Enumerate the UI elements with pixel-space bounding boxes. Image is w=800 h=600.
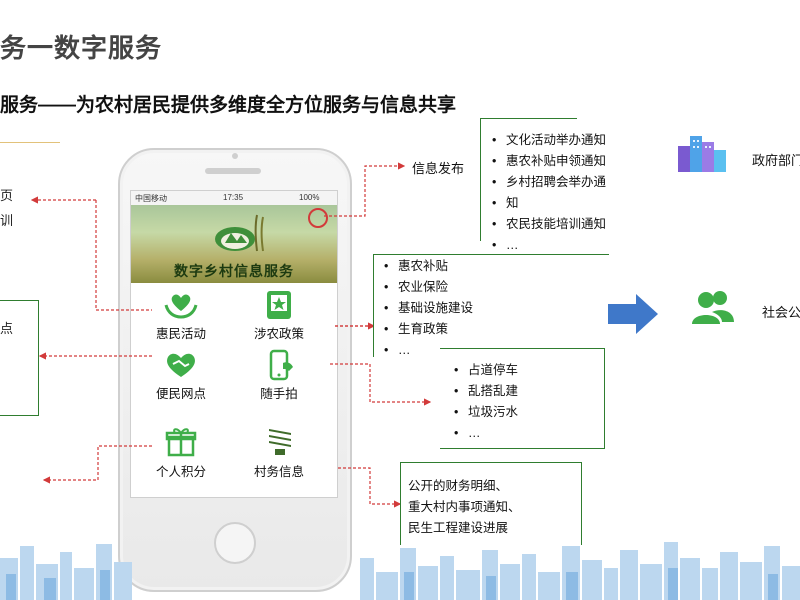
list-item: 文化活动举办通知 xyxy=(490,130,606,151)
status-carrier: 中国移动 xyxy=(135,194,167,203)
heart-hands-icon xyxy=(164,294,198,319)
app-banner: 数字乡村信息服务 xyxy=(131,205,337,283)
report-box-topline xyxy=(440,348,604,349)
list-item: 农业保险 xyxy=(382,277,473,298)
status-bar: 中国移动 17:35 100% xyxy=(131,191,337,205)
list-item: … xyxy=(382,340,473,361)
list-item: 生育政策 xyxy=(382,319,473,340)
status-time: 17:35 xyxy=(223,193,244,202)
menu-item-cunwu[interactable]: 村务信息 xyxy=(239,423,319,479)
gov-label: 政府部门 xyxy=(752,153,800,168)
left-fragment-3: 点 xyxy=(0,321,14,336)
list-item-continued: 知 xyxy=(490,193,606,214)
menu-item-suishoupai[interactable]: 随手拍 xyxy=(239,347,319,403)
city-buildings-icon xyxy=(678,136,726,172)
village-line: 民生工程建设进展 xyxy=(408,521,509,535)
wheat-logo-icon xyxy=(215,214,264,252)
phone-speaker xyxy=(205,168,261,174)
list-item: 惠农补贴 xyxy=(382,256,473,277)
menu-label-jifen: 个人积分 xyxy=(155,465,206,479)
list-item: 农民技能培训通知 xyxy=(490,214,606,235)
star-document-icon xyxy=(267,291,291,319)
policy-list: 惠农补贴 农业保险 基础设施建设 生育政策 … xyxy=(382,256,473,361)
left-fragment-1: 页 xyxy=(0,188,14,203)
left-fragment-2: 训 xyxy=(0,213,14,228)
list-item: 乱搭乱建 xyxy=(452,381,518,402)
banner-title: 数字乡村信息服务 xyxy=(174,263,294,279)
village-list: 公开的财务明细、 重大村内事项通知、 民生工程建设进展 xyxy=(408,476,521,539)
list-item: 占道停车 xyxy=(452,360,518,381)
public-label: 社会公 xyxy=(762,305,800,320)
phone-home-button xyxy=(214,522,256,564)
village-line: 公开的财务明细、 xyxy=(408,479,509,493)
page-title: 务一数字服务 xyxy=(0,33,163,63)
users-icon xyxy=(692,291,734,324)
left-box xyxy=(0,300,39,416)
lightbulb-icon xyxy=(269,429,291,455)
village-box xyxy=(400,462,582,545)
menu-item-jifen[interactable]: 个人积分 xyxy=(141,423,221,479)
list-item: 乡村招聘会举办通 xyxy=(490,172,606,193)
city-skyline-decoration xyxy=(0,542,800,600)
menu-item-shenong[interactable]: 涉农政策 xyxy=(239,287,319,343)
menu-item-huimin[interactable]: 惠民活动 xyxy=(141,287,221,343)
status-battery: 100% xyxy=(299,193,320,202)
handshake-icon xyxy=(167,353,195,377)
list-item: … xyxy=(490,235,606,256)
list-item: 惠农补贴申领通知 xyxy=(490,151,606,172)
list-item: … xyxy=(452,423,518,444)
menu-label-huimin: 惠民活动 xyxy=(155,327,206,341)
right-arrow-icon xyxy=(608,294,658,334)
list-item: 垃圾污水 xyxy=(452,402,518,423)
list-item: 基础设施建设 xyxy=(382,298,473,319)
highlight-circle xyxy=(308,208,328,228)
menu-label-bianmin: 便民网点 xyxy=(155,387,206,401)
menu-label-suishoupai: 随手拍 xyxy=(260,387,298,401)
info-publish-label: 信息发布 xyxy=(412,161,465,176)
menu-item-bianmin[interactable]: 便民网点 xyxy=(141,347,221,403)
info-publish-list: 文化活动举办通知 惠农补贴申领通知 乡村招聘会举办通 知 农民技能培训通知 … xyxy=(490,130,606,256)
phone-camera xyxy=(232,153,238,159)
report-list: 占道停车 乱搭乱建 垃圾污水 … xyxy=(452,360,518,444)
page-subtitle: 服务——为农村居民提供多维度全方位服务与信息共享 xyxy=(0,95,457,116)
info-publish-bracket xyxy=(480,118,577,241)
phone-screen: 中国移动 17:35 100% 数字乡村信息服务 惠民活动 涉农政策 xyxy=(130,190,338,498)
village-line: 重大村内事项通知、 xyxy=(408,500,521,514)
left-green-line-top xyxy=(0,142,60,143)
gift-icon xyxy=(165,428,197,457)
menu-label-cunwu: 村务信息 xyxy=(253,465,304,479)
phone-camera-icon xyxy=(269,349,293,381)
menu-label-shenong: 涉农政策 xyxy=(253,327,304,341)
